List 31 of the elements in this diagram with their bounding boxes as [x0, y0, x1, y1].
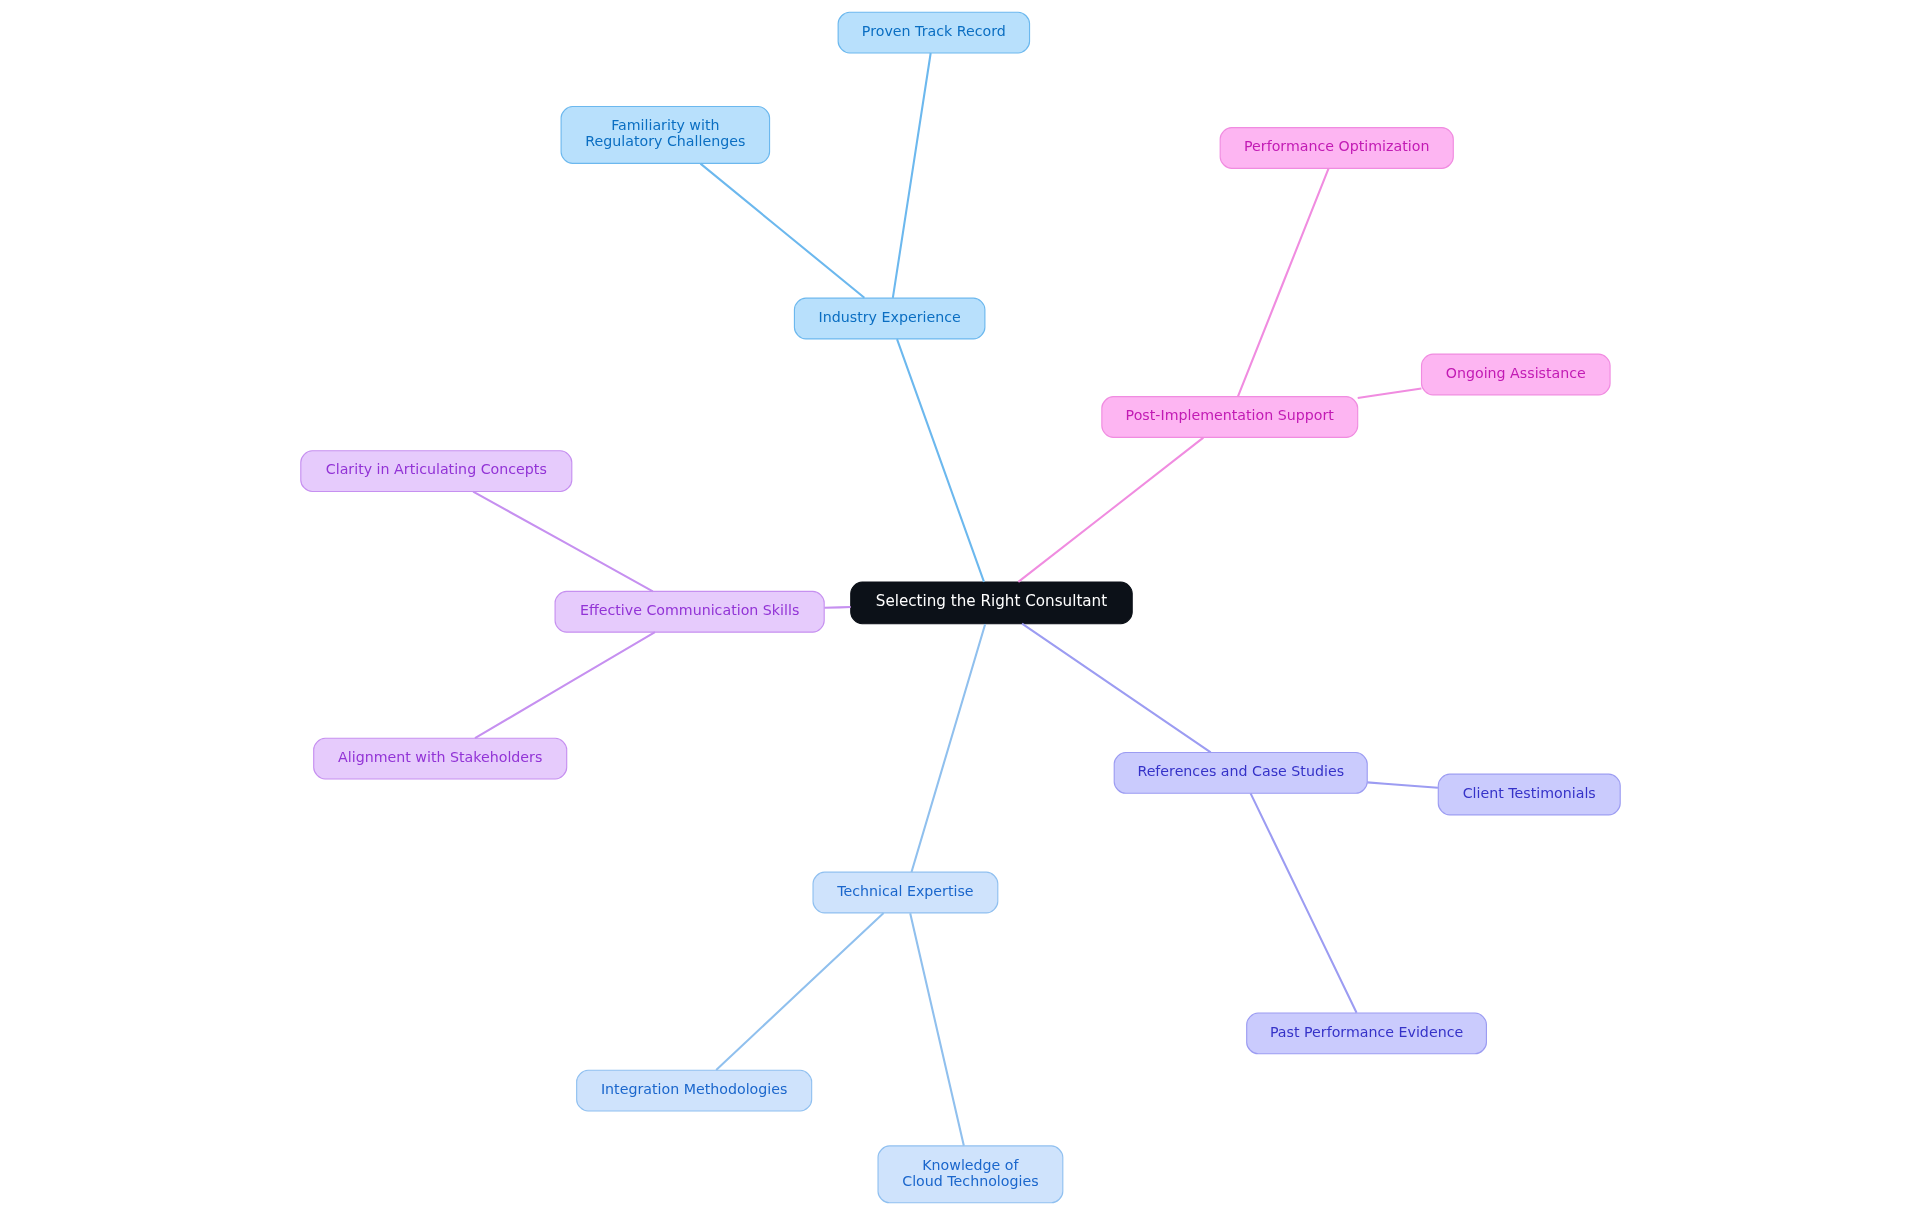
node-box: Performance Optimization: [1219, 127, 1454, 169]
node-box: Effective Communication Skills: [554, 590, 825, 633]
connector: [699, 162, 865, 299]
node-box: Proven Track Record: [837, 11, 1030, 54]
node-box: Selecting the Right Consultant: [849, 581, 1133, 625]
node-box: Clarity in Articulating Concepts: [299, 450, 572, 493]
connector: [908, 913, 965, 1147]
connector: [823, 606, 851, 609]
node-box: Industry Experience: [793, 297, 985, 340]
node-box: Knowledge of Cloud Technologies: [876, 1145, 1063, 1204]
node-box: Ongoing Assistance: [1420, 353, 1611, 396]
connector: [1357, 387, 1422, 400]
connector: [1366, 781, 1438, 789]
connector: [1020, 622, 1211, 754]
connector: [714, 912, 884, 1071]
connector: [1017, 436, 1204, 583]
connector: [1236, 168, 1329, 397]
node-box: Past Performance Evidence: [1245, 1012, 1487, 1055]
node-box: Technical Expertise: [811, 871, 998, 914]
connector: [910, 623, 986, 873]
node-box: Familiarity with Regulatory Challenges: [560, 105, 770, 164]
node-box: Post-Implementation Support: [1100, 396, 1358, 438]
node-box: Client Testimonials: [1437, 773, 1621, 816]
node-box: Integration Methodologies: [575, 1069, 812, 1112]
connector: [1249, 792, 1357, 1014]
node-box: References and Case Studies: [1113, 751, 1368, 794]
node-box: Alignment with Stakeholders: [312, 737, 567, 780]
connector: [472, 490, 653, 593]
connector: [895, 338, 985, 583]
connector: [891, 52, 932, 299]
connector: [473, 631, 655, 740]
